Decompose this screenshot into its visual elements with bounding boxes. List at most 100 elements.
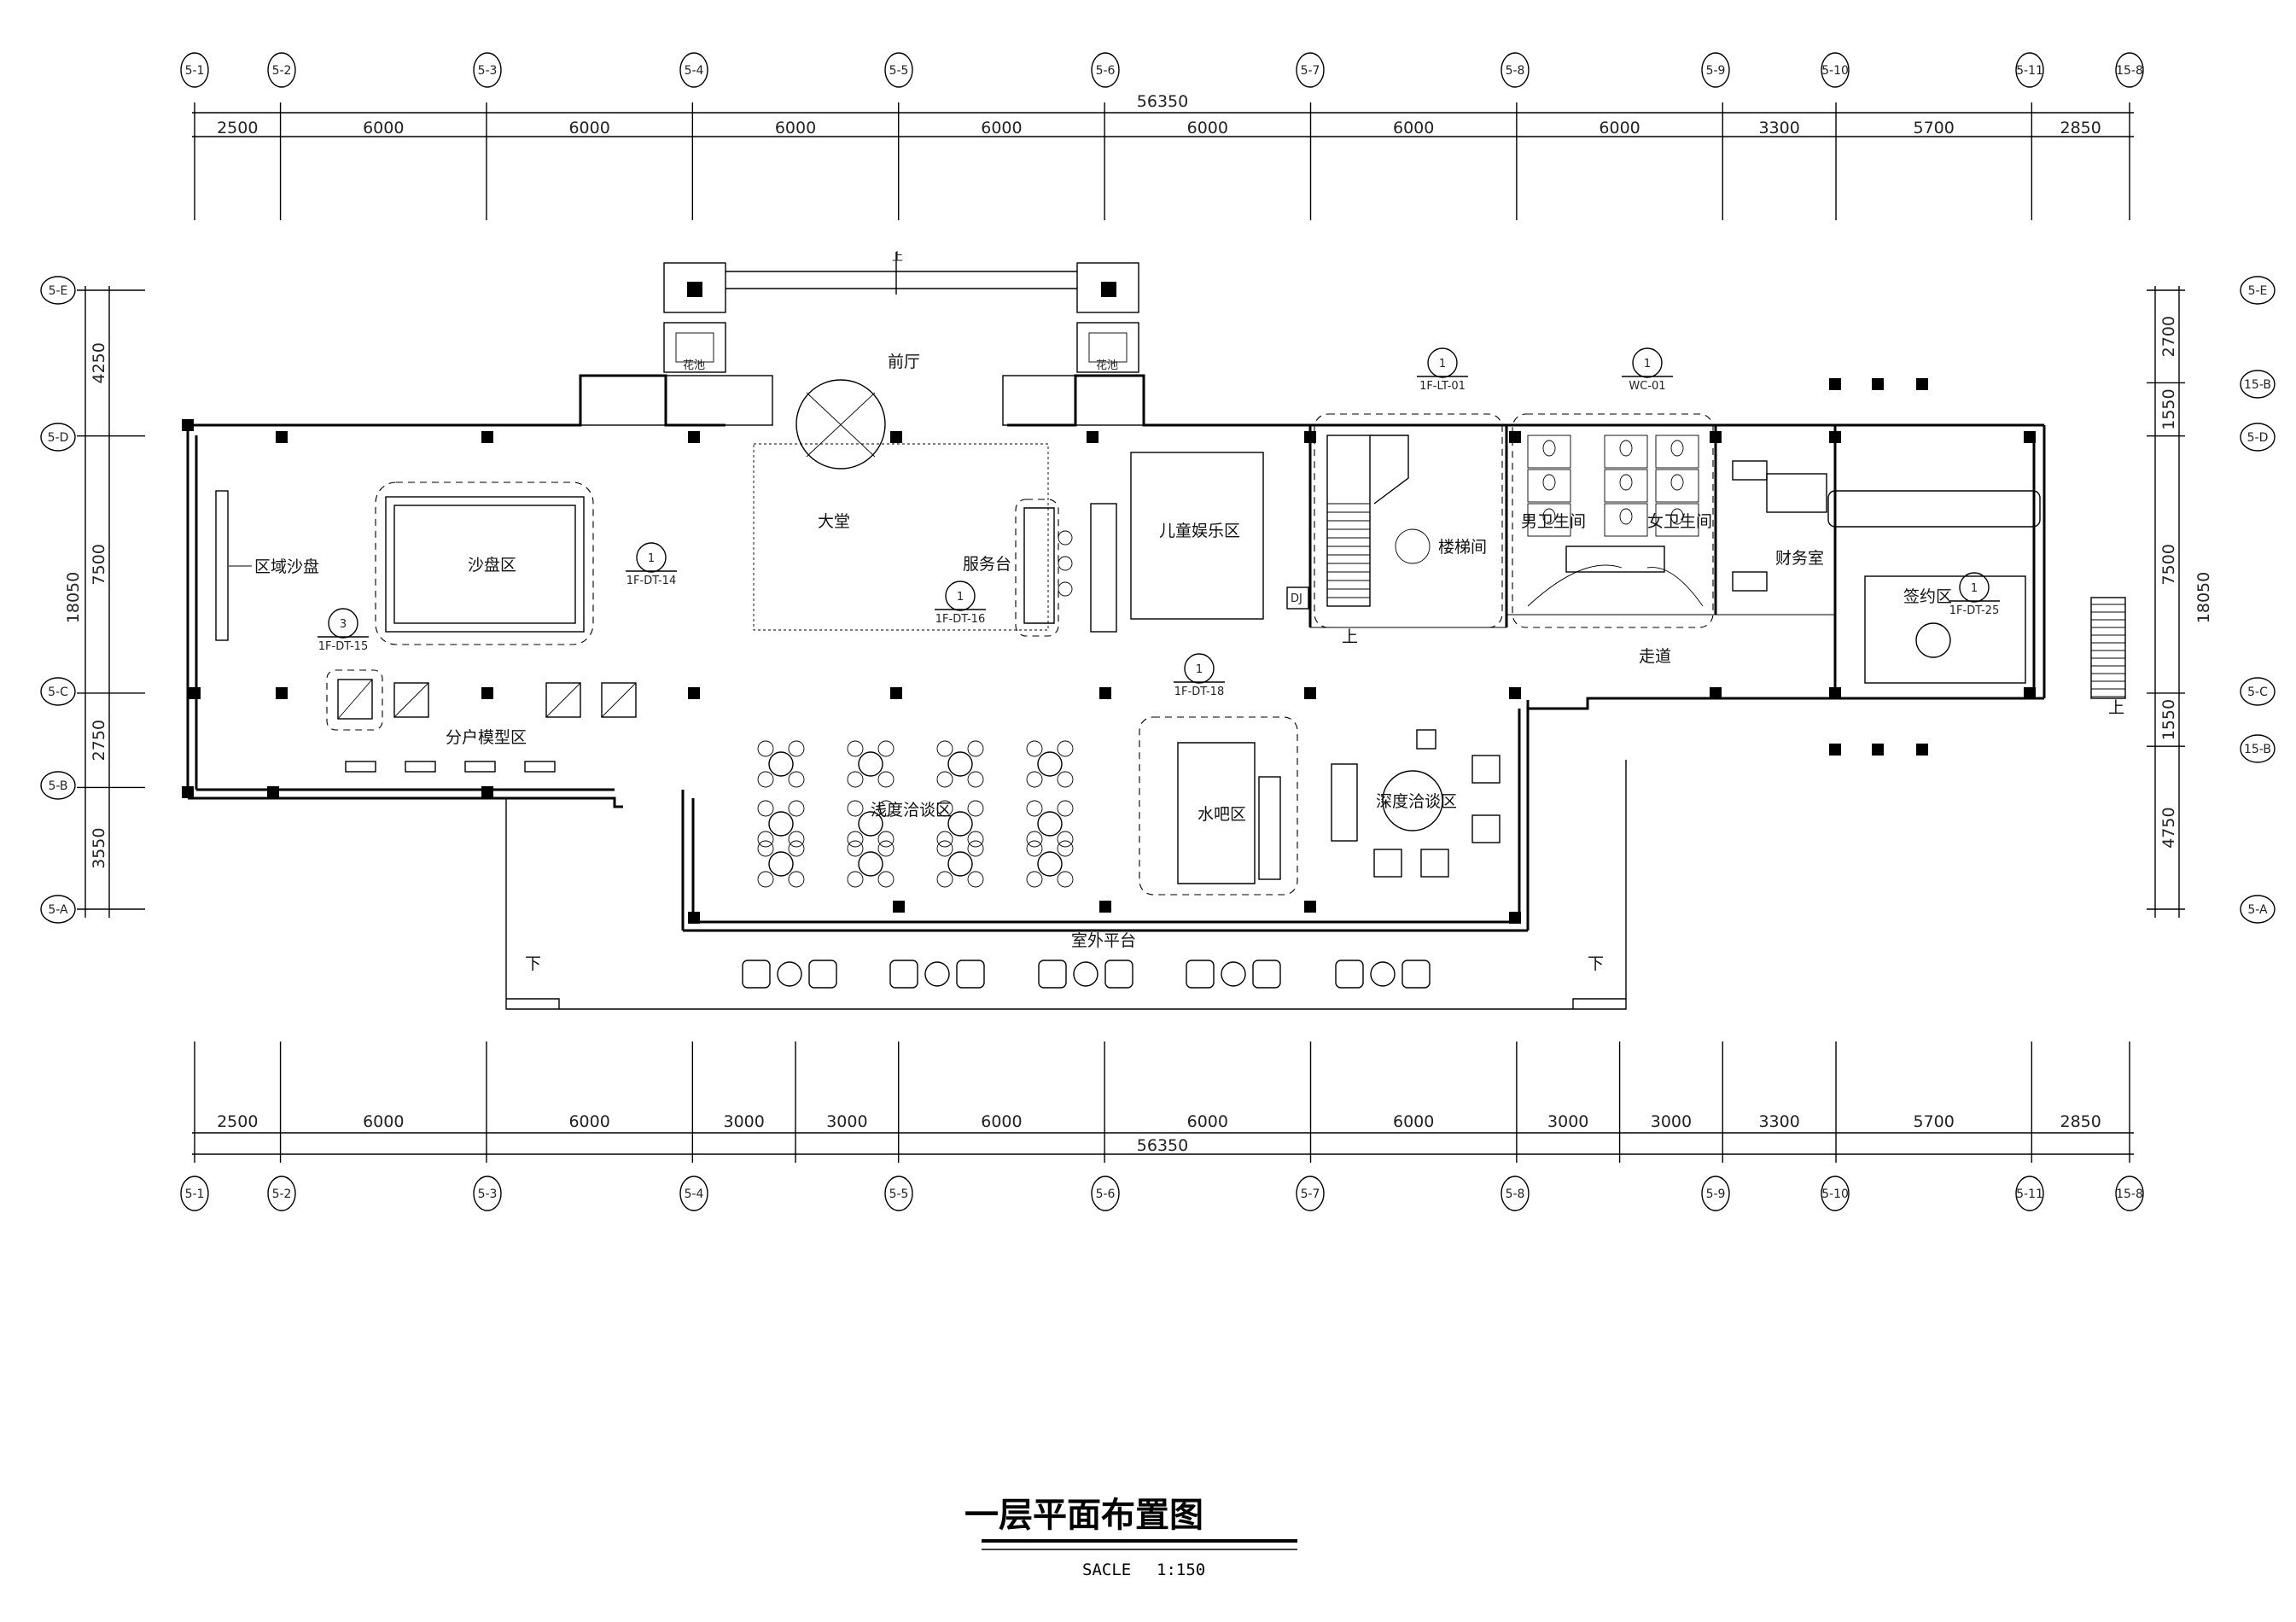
axis-label: 5-8 [1506, 64, 1525, 78]
chair [936, 771, 953, 788]
toilet-stall [1604, 469, 1648, 503]
tag-number: 1 [648, 552, 655, 565]
axis-label: 5-B [48, 779, 67, 793]
axis-label: 15-B [2244, 378, 2271, 392]
column [688, 687, 700, 699]
column [688, 431, 700, 443]
column [893, 901, 905, 913]
exterior-walls [186, 374, 2046, 932]
column [1099, 901, 1111, 913]
side-table [1221, 961, 1246, 987]
axis-label: 5-6 [1096, 64, 1116, 78]
axis-bubble [1701, 52, 1730, 88]
womens-wc-label: 女卫生间 [1647, 512, 1712, 531]
axis-label: 5-1 [185, 1187, 205, 1201]
lounge-chair [1401, 960, 1431, 989]
lobby-label: 大堂 [818, 512, 850, 531]
regional-sand-label: 区域沙盘 [254, 557, 319, 576]
chair [847, 800, 864, 817]
left-total-dimension: 18050 [64, 572, 83, 623]
service-core: DJ 楼梯间 上 男卫生间 女卫生间 财务室 签约区 上 [1286, 413, 2126, 717]
side-table [777, 961, 802, 987]
sand-model-area: 区域沙盘 沙盘区 分户模型区 [215, 481, 637, 773]
column [2024, 687, 2036, 699]
tag-number: 1 [1439, 358, 1446, 370]
chair [757, 831, 774, 848]
toilet [1542, 474, 1556, 491]
column [1710, 687, 1722, 699]
mens-wc-label: 男卫生间 [1521, 512, 1586, 531]
axis-bubble [40, 771, 76, 800]
dj-label: DJ [1291, 592, 1302, 605]
axis-bubble [2240, 895, 2276, 924]
column [481, 687, 493, 699]
column [189, 687, 201, 699]
round-table [858, 751, 883, 777]
axis-label: 5-A [48, 903, 68, 917]
chair [936, 840, 953, 857]
kids-area-label: 儿童娱乐区 [1159, 522, 1240, 540]
toilet-stall [1655, 435, 1699, 469]
side-table [924, 961, 950, 987]
chair [847, 740, 864, 757]
toilet [1670, 474, 1684, 491]
axis-bubble [1296, 52, 1325, 88]
detail-tag: 1WC-01 [1622, 347, 1673, 393]
axis-label: 5-7 [1301, 1187, 1320, 1201]
lounge-chair [1186, 960, 1215, 989]
chair [967, 740, 984, 757]
round-table [768, 811, 794, 837]
signing-label: 签约区 [1903, 587, 1952, 606]
column [1087, 431, 1098, 443]
axis-bubble [1091, 52, 1120, 88]
stair-up-label: 上 [1342, 627, 1358, 646]
column [1099, 687, 1111, 699]
axis-bubble [180, 52, 209, 88]
column [1916, 744, 1928, 756]
dim-segment: 4750 [2159, 807, 2178, 848]
dim-segment: 6000 [1187, 1112, 1228, 1131]
chair [967, 871, 984, 888]
planter-label-left: 花池 [683, 359, 705, 372]
chair [967, 840, 984, 857]
dim-segment: 2850 [2060, 1112, 2101, 1131]
chair [877, 771, 895, 788]
detail-tags: 11F-DT-1431F-DT-1511F-DT-1611F-LT-011WC-… [318, 347, 2000, 698]
detail-tag: 11F-DT-16 [935, 581, 986, 626]
dim-segment: 5700 [1914, 1112, 1955, 1131]
round-table [947, 851, 973, 877]
toilet-stall [1604, 503, 1648, 537]
toilet-stall [1527, 503, 1571, 537]
axis-bubble [180, 1176, 209, 1211]
axis-label: 5-10 [1821, 64, 1849, 78]
tag-number: 1 [1196, 663, 1203, 676]
chair [847, 771, 864, 788]
column [1304, 901, 1316, 913]
axis-label: 5-A [2247, 903, 2268, 917]
axis-label: 5-11 [2016, 64, 2043, 78]
detail-tag: 11F-DT-25 [1949, 572, 2000, 617]
chair [788, 831, 805, 848]
axis-bubble [1091, 1176, 1120, 1211]
chair [936, 871, 953, 888]
chair [1057, 831, 1074, 848]
axis-bubble [2015, 1176, 2044, 1211]
dim-segment: 2850 [2060, 119, 2101, 137]
chair [1026, 871, 1043, 888]
column [1829, 378, 1841, 390]
dim-segment: 3300 [1758, 119, 1799, 137]
toilet [1670, 440, 1684, 457]
column [890, 687, 902, 699]
dim-segment: 6000 [981, 119, 1022, 137]
round-table [947, 811, 973, 837]
axis-label: 15-8 [2116, 1187, 2143, 1201]
dim-segment: 3000 [1651, 1112, 1692, 1131]
axis-label: 5-5 [889, 64, 909, 78]
light-talk-label: 浅度洽谈区 [871, 801, 952, 820]
axis-label: 5-D [48, 431, 69, 445]
chair [936, 800, 953, 817]
column [276, 431, 288, 443]
lounge-chair [742, 960, 771, 989]
